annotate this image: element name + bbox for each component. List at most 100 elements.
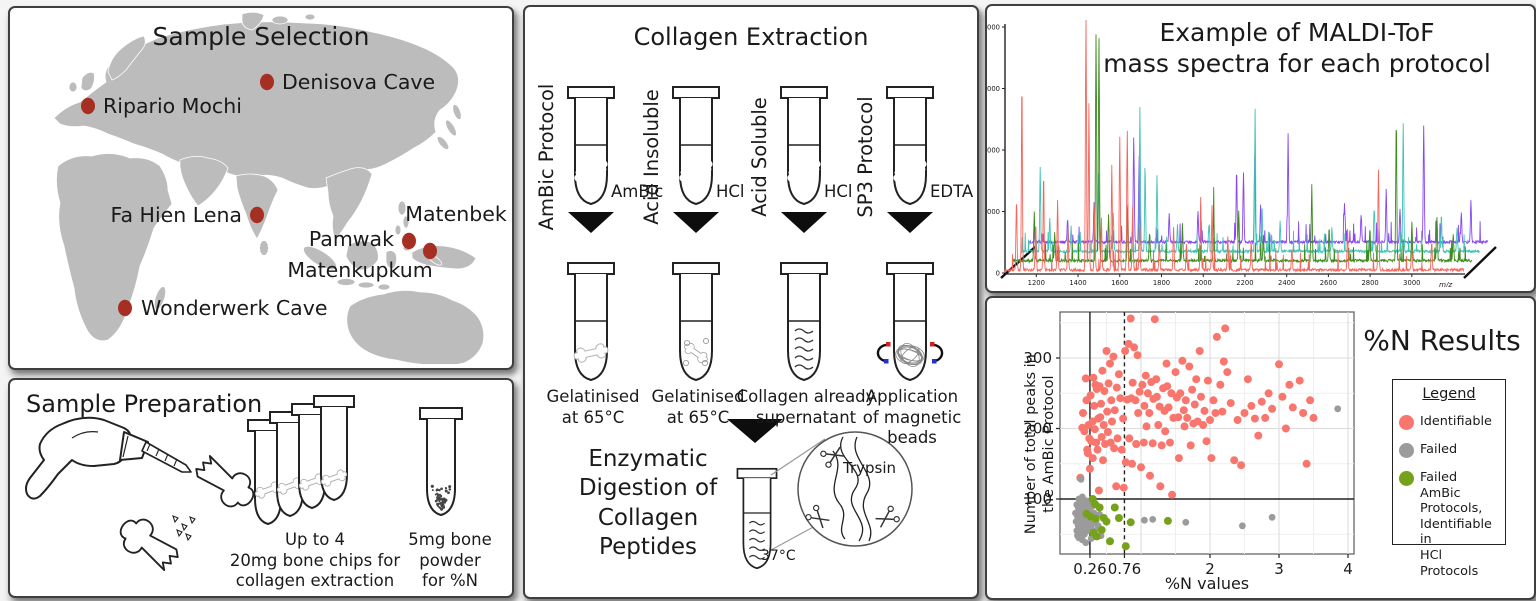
data-point: [1112, 482, 1121, 491]
y-tick-label: 100: [1023, 490, 1052, 508]
y-tick-label: 2000: [987, 208, 1000, 216]
scatter-points-failed-ambic: [1082, 495, 1172, 551]
x-tick-label: 2800: [1361, 279, 1378, 287]
data-point: [1239, 522, 1246, 530]
data-point: [1309, 413, 1318, 422]
big-down-arrow-icon: [727, 419, 783, 443]
spectrum-trace-1: [1004, 19, 1465, 273]
bone-powder-caption: 5mg bone powder for %N: [408, 530, 492, 591]
bone-in-liquid-icon: [574, 158, 608, 184]
powder-dot: [443, 497, 446, 500]
site-label: Fa Hien Lena: [111, 203, 242, 227]
data-point: [1089, 373, 1098, 382]
powder-dot: [439, 494, 443, 498]
data-point: [1138, 380, 1147, 389]
landmass-island: [377, 283, 391, 291]
data-point: [1168, 490, 1177, 499]
data-point: [1126, 314, 1135, 323]
result-tube-icon: [780, 262, 828, 382]
landmass-eurasia: [53, 21, 459, 189]
down-arrow-icon: [568, 212, 614, 233]
x-tick-label: 1400: [1069, 279, 1086, 287]
data-point: [1103, 407, 1112, 416]
data-point: [1219, 357, 1228, 366]
powder-dot: [430, 484, 434, 488]
identifiable-swatch-icon: [1399, 415, 1414, 430]
site-dot-icon: [260, 73, 274, 91]
dissolve-swirl-icon: [702, 337, 710, 345]
legend-title: Legend: [1422, 386, 1476, 402]
data-point: [1099, 421, 1108, 429]
data-point: [1097, 399, 1105, 408]
collagen-squiggle-icon: [794, 337, 814, 343]
data-point: [1141, 371, 1150, 380]
data-point: [1093, 445, 1102, 454]
failed-swatch-icon: [1399, 443, 1414, 458]
data-point: [1203, 376, 1212, 385]
site-dot-icon: [250, 206, 264, 224]
landmass-australia: [346, 290, 485, 364]
result-tube-icon: [672, 262, 720, 382]
scatter-legend: Legend Identifiable Failed Failed AmBic …: [1392, 379, 1506, 579]
landmass-indochina: [325, 167, 373, 241]
landmass-island: [336, 278, 356, 286]
data-point: [1102, 347, 1111, 355]
data-point: [1117, 445, 1126, 454]
x-tick-label: 3: [1274, 560, 1284, 578]
extraction-tube-icon: [780, 86, 828, 206]
powder-dot: [444, 486, 448, 490]
trypsin-label: Trypsin: [843, 459, 897, 477]
data-point: [1108, 417, 1116, 426]
landmass-island: [394, 224, 402, 236]
landmass-africa: [56, 153, 173, 342]
site-label: Ripario Mochi: [103, 94, 242, 118]
data-point: [1077, 475, 1085, 483]
data-point: [1178, 356, 1187, 365]
data-point: [1211, 409, 1220, 417]
powder-dot: [448, 485, 452, 489]
x-tick-label: 2000: [1195, 279, 1212, 287]
data-point: [1112, 383, 1121, 392]
magnet-icon: [876, 343, 889, 363]
data-point: [1261, 413, 1270, 422]
reagent-label: EDTA: [930, 182, 973, 201]
data-point: [1268, 404, 1277, 413]
data-point: [1162, 359, 1171, 368]
powder-dot: [441, 504, 445, 508]
bone-chip-icon: [320, 469, 348, 487]
extraction-tube-icon: [567, 86, 615, 206]
data-point: [1102, 517, 1111, 526]
callout-line: [770, 524, 818, 551]
powder-dot: [435, 489, 438, 492]
bone-fragment-icon: [181, 523, 188, 532]
prep-tube-icon: [313, 395, 355, 502]
data-point: [1140, 401, 1149, 410]
data-point: [1121, 542, 1130, 551]
data-point: [1161, 427, 1170, 436]
data-point: [1088, 454, 1097, 463]
data-point: [1094, 486, 1103, 495]
data-point: [1200, 406, 1209, 415]
powder-dot: [448, 488, 452, 491]
down-arrow-icon: [673, 212, 719, 233]
data-point: [1095, 503, 1104, 512]
powder-dot: [431, 489, 434, 492]
site-label: Denisova Cave: [282, 70, 435, 94]
data-point: [1097, 433, 1106, 441]
scatter-points-identifiable: [1076, 314, 1318, 499]
data-point: [1288, 403, 1297, 412]
bone-chips-caption: Up to 4 20mg bone chips for collagen ext…: [229, 530, 401, 591]
data-point: [1097, 526, 1106, 534]
result-tube-icon: [876, 262, 944, 382]
drill-icon: [25, 416, 192, 500]
legend-item-failed-ambic: Failed AmBic Protocols, Identifiable in …: [1399, 470, 1499, 579]
data-point: [1137, 463, 1145, 472]
data-point: [1145, 409, 1154, 417]
scissors-icon: [805, 504, 830, 529]
dissolve-swirl-icon: [701, 359, 709, 367]
x-tick-label: 1800: [1153, 279, 1170, 287]
data-point: [1082, 539, 1090, 547]
